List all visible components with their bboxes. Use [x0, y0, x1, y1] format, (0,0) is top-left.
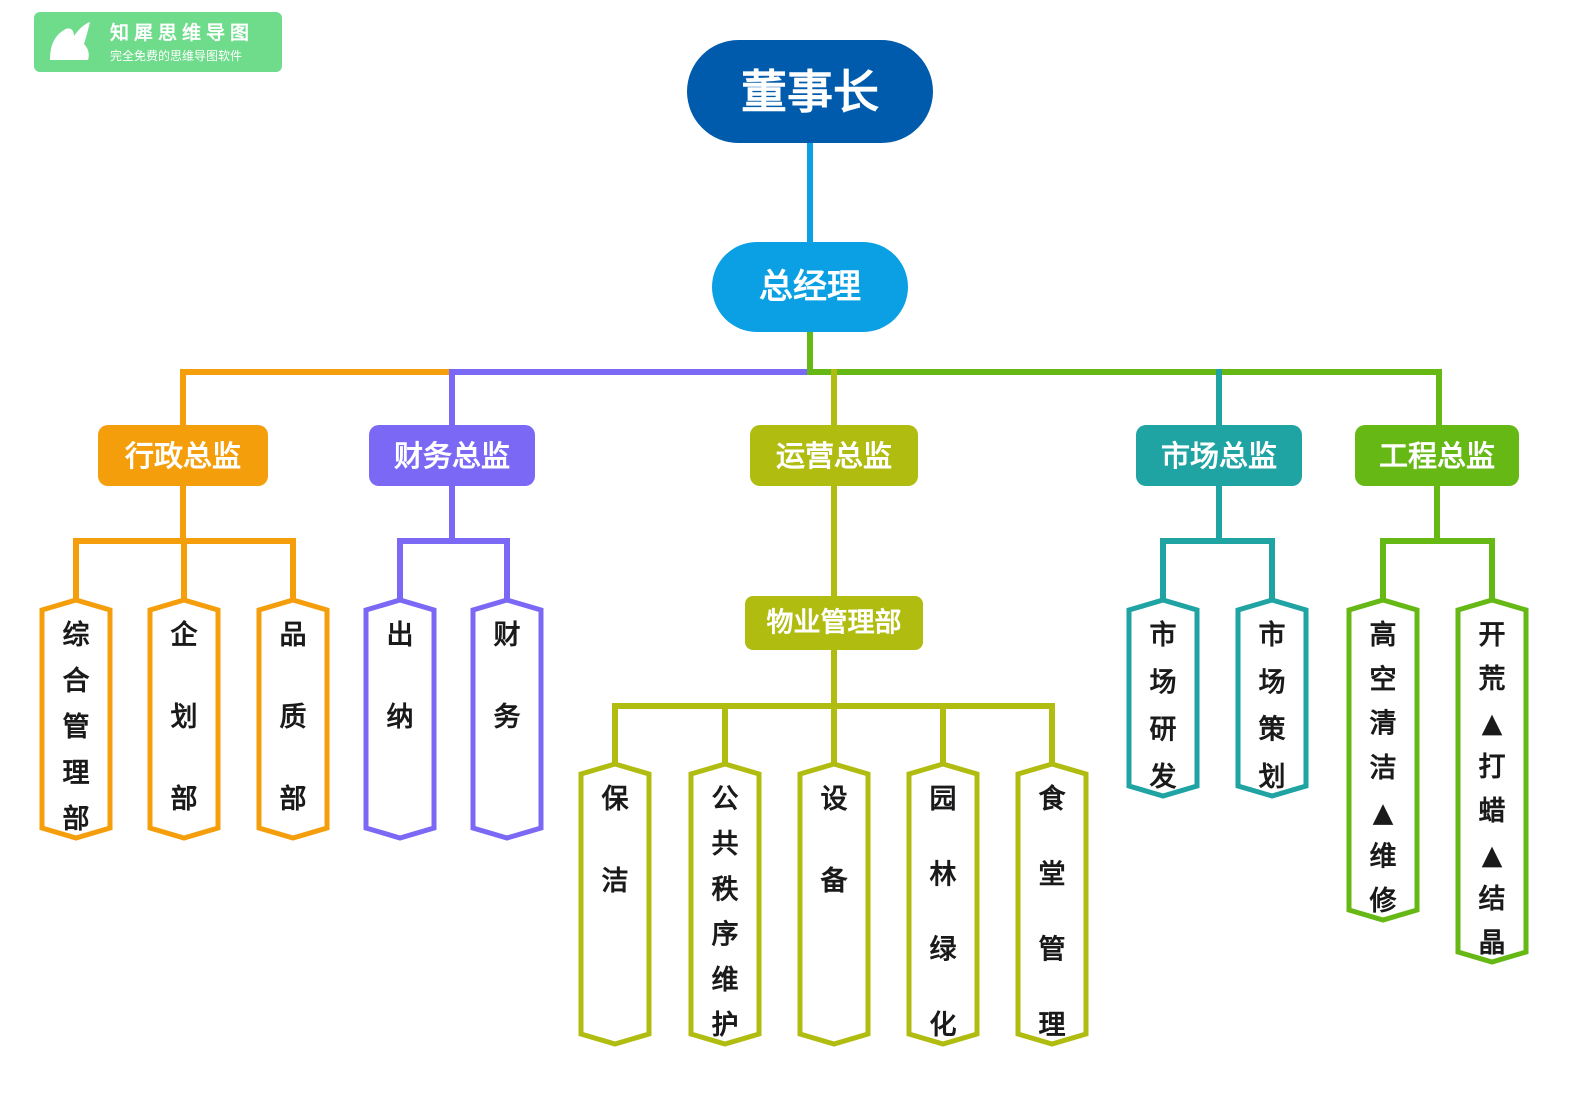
unit-node	[256, 597, 330, 841]
unit-label: 企划部	[171, 619, 199, 815]
director-node-admin	[98, 425, 268, 486]
unit-node	[470, 597, 544, 841]
watermark-logo: 知犀思维导图 完全免费的思维导图软件	[34, 12, 282, 72]
watermark-subtitle: 完全免费的思维导图软件	[110, 49, 243, 63]
unit-label: 开荒▲打蜡▲结晶	[1479, 620, 1506, 959]
unit-label: 公共秩序维护	[712, 784, 739, 1041]
unit-node	[578, 761, 652, 1047]
sub-department-node	[745, 596, 923, 650]
director-label-operations: 运营总监	[776, 439, 892, 473]
director-label-finance: 财务总监	[394, 439, 510, 473]
unit-label: 设备	[820, 784, 849, 897]
director-node-engineering	[1355, 425, 1519, 486]
unit-label: 园林绿化	[930, 784, 958, 1041]
unit-node	[906, 761, 980, 1047]
unit-label: 市场研发	[1149, 619, 1177, 793]
unit-node	[797, 761, 871, 1047]
unit-node	[688, 761, 762, 1047]
director-node-finance	[369, 425, 535, 486]
unit-label: 高空清洁▲维修	[1369, 619, 1398, 917]
director-label-admin: 行政总监	[124, 439, 241, 473]
director-node-market	[1136, 425, 1302, 486]
unit-label: 出纳	[387, 620, 414, 733]
unit-label: 市场策划	[1259, 619, 1287, 793]
director-node-operations	[750, 425, 918, 486]
unit-node	[363, 597, 437, 841]
unit-label: 财务	[494, 620, 521, 733]
unit-node	[147, 597, 221, 841]
chairman-label: 董事长	[741, 65, 879, 119]
general-manager-label: 总经理	[759, 267, 861, 307]
unit-node	[1346, 597, 1420, 923]
unit-label: 综合管理部	[63, 619, 90, 835]
chairman-node	[687, 40, 933, 143]
unit-node	[1126, 597, 1200, 799]
unit-node	[1235, 597, 1309, 799]
director-label-market: 市场总监	[1161, 439, 1277, 473]
unit-label: 品质部	[280, 620, 307, 815]
unit-node	[39, 597, 113, 841]
watermark-title: 知犀思维导图	[110, 22, 255, 44]
unit-label: 保洁	[601, 784, 630, 897]
unit-node	[1015, 761, 1089, 1047]
sub-department-label: 物业管理部	[767, 607, 902, 639]
general-manager-node	[712, 242, 908, 332]
rhino-icon	[50, 22, 90, 60]
unit-label: 食堂管理	[1039, 783, 1067, 1041]
director-label-engineering: 工程总监	[1379, 439, 1495, 473]
unit-node	[1455, 597, 1529, 965]
